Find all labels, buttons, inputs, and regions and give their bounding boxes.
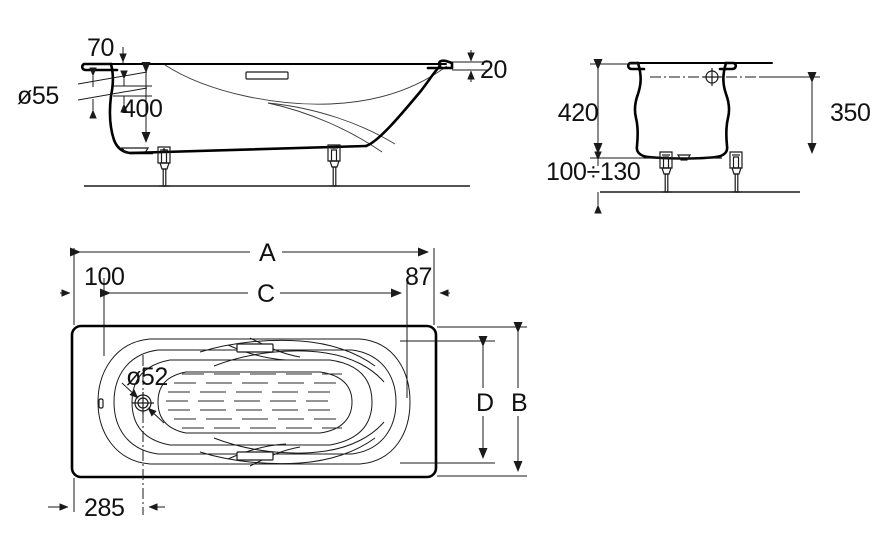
plan-swoosh-bottom [199,421,385,467]
dim-100: 100 [60,263,125,297]
dim-B: B [437,322,533,477]
front-left-rim-lip [80,62,119,72]
plan-rim-contour-2 [113,349,397,455]
side-right-wall-profile [714,61,731,159]
plan-overflow-hole [98,398,104,409]
front-leg-right [327,144,341,187]
dim-o55: ø55 [17,67,152,119]
dim-o52: ø52 [121,363,168,424]
dim-87: 87 [405,263,450,297]
dim-70-label: 70 [87,34,114,62]
dim-A: A [70,238,435,325]
dim-100-label: 100 [84,263,125,291]
side-left-rim-lip [626,61,646,71]
dim-C: C [100,278,408,398]
dim-400: 400 [122,62,163,143]
dim-o52-label: ø52 [126,363,168,391]
dim-D: D [400,336,498,464]
plan-slot-bottom [236,451,274,461]
dim-20: 20 [452,50,507,84]
view-side-elevation: 420 350 100÷130 [546,59,871,214]
dim-o55-label: ø55 [17,82,59,110]
dim-B-label: B [511,389,528,417]
side-right-rim-lip [718,61,738,71]
plan-outer-outline [70,324,438,479]
front-right-rim-lip [426,59,454,70]
front-grab-slot [245,71,289,80]
dim-A-label: A [259,239,276,267]
dim-100-130-label: 100÷130 [546,158,640,186]
dim-350-label: 350 [830,99,871,127]
dim-70: 70 [87,34,127,63]
dim-100-130: 100÷130 [546,151,641,214]
plan-bowl-contour [131,359,373,446]
dim-285-label: 285 [84,494,125,522]
dim-285: 285 [48,478,165,522]
dim-350: 350 [760,72,871,154]
dim-C-label: C [257,280,275,308]
dim-87-label: 87 [405,263,432,291]
dim-420: 420 [558,59,640,154]
dim-420-label: 420 [558,99,599,127]
dim-20-label: 20 [480,56,507,84]
front-left-wall-profile [108,62,154,155]
view-front-elevation: 70 ø55 400 [17,34,507,187]
dim-D-label: D [476,389,494,417]
plan-slot-top [236,343,274,353]
side-left-wall-profile [633,61,650,159]
view-plan: ø52 A C 100 [48,238,533,522]
plan-antislip-pattern [166,373,342,429]
side-leg-right [729,151,743,193]
front-right-wall-profile [364,64,442,148]
plan-floor-contour [157,371,353,434]
front-bottom-line [128,144,368,155]
plan-swoosh-top [199,337,385,383]
plan-rim-contour-1 [97,338,411,465]
dim-400-label: 400 [122,95,163,123]
